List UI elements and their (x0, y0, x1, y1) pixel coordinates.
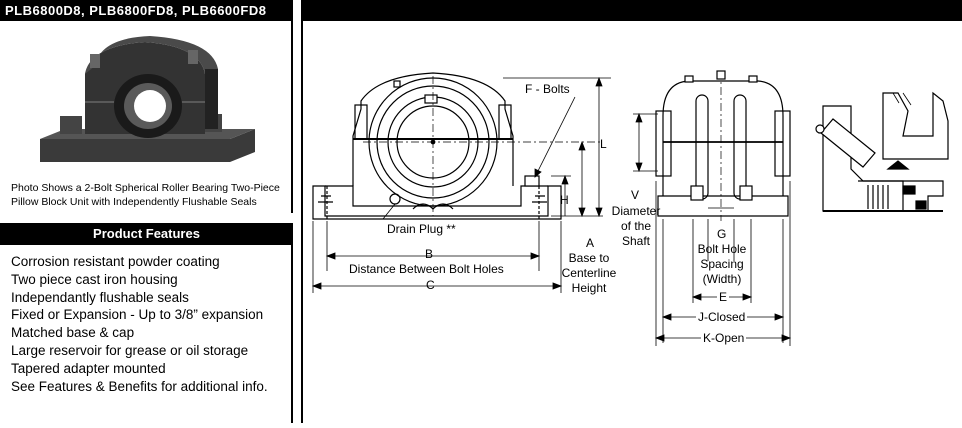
side-dimensions (633, 112, 792, 346)
features-list: Corrosion resistant powder coating Two p… (11, 253, 268, 395)
front-dimensions (311, 76, 611, 293)
l-label: L (600, 137, 607, 151)
j-closed-label: J-Closed (696, 310, 748, 324)
v-label: V (631, 188, 640, 202)
a-description-3: Height (571, 281, 607, 295)
feature-item: See Features & Benefits for additional i… (11, 378, 268, 394)
model-numbers-header: PLB6800D8, PLB6800FD8, PLB6600FD8 (0, 0, 293, 21)
h-label: H (560, 193, 569, 207)
feature-item: Independantly flushable seals (11, 289, 189, 305)
drawing-header-bar (301, 0, 962, 21)
g-description-1: Bolt Hole (697, 242, 747, 256)
c-label: C (426, 278, 435, 292)
drain-plug-label: Drain Plug ** (387, 222, 456, 236)
a-description-2: Centerline (561, 266, 617, 280)
a-label: A (586, 236, 595, 250)
drawing-divider (301, 0, 303, 423)
b-label: B (425, 247, 434, 261)
b-description: Distance Between Bolt Holes (349, 262, 504, 276)
feature-item: Matched base & cap (11, 325, 135, 341)
photo-caption: Photo Shows a 2-Bolt Spherical Roller Be… (11, 182, 280, 208)
dimension-drawing: F - Bolts L H Drain Plug ** B Distance B… (303, 21, 962, 428)
side-view (655, 70, 791, 221)
feature-item: Fixed or Expansion - Up to 3/8” expansio… (11, 307, 264, 323)
left-column: PLB6800D8, PLB6800FD8, PLB6600FD8 Photo (0, 0, 293, 423)
section-detail-view (815, 91, 949, 212)
feature-item: Two piece cast iron housing (11, 271, 178, 287)
g-description-2: Spacing (700, 257, 744, 271)
g-label: G (717, 227, 727, 241)
e-label: E (717, 290, 730, 304)
v-description-3: Shaft (621, 234, 651, 248)
f-bolts-label: F - Bolts (525, 82, 570, 96)
product-features-title: Product Features (0, 223, 293, 245)
k-open-label: K-Open (701, 331, 747, 345)
front-view (312, 72, 603, 220)
photo-panel (0, 0, 293, 213)
feature-item: Corrosion resistant powder coating (11, 254, 220, 269)
v-description-1: Diameter (611, 204, 661, 218)
feature-item: Large reservoir for grease or oil storag… (11, 342, 249, 358)
pillow-block-photo (30, 34, 260, 174)
g-description-3: (Width) (702, 272, 742, 286)
a-description-1: Base to (568, 251, 610, 265)
v-description-2: of the (620, 219, 652, 233)
features-divider (291, 223, 293, 423)
feature-item: Tapered adapter mounted (11, 360, 166, 376)
